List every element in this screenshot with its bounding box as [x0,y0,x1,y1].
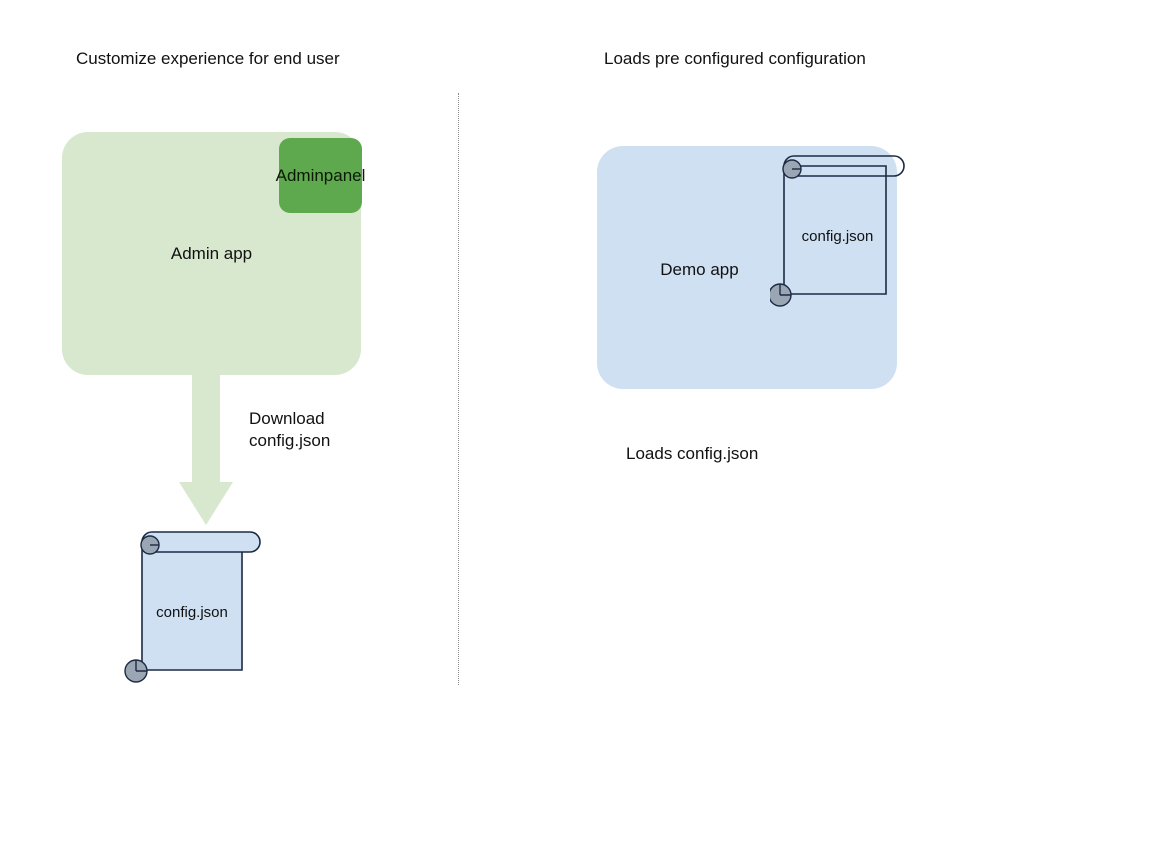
download-arrow-label-line1: Download [249,409,325,428]
config-json-document-left[interactable] [118,524,268,694]
admin-panel-badge[interactable]: Admin panel [275,138,365,213]
left-panel-title: Customize experience for end user [76,49,340,68]
download-arrow-label-line2: config.json [249,431,331,450]
config-json-label-right: config.json [801,228,874,245]
download-arrow-icon [179,372,233,525]
demo-app-container [597,146,897,389]
vertical-dotted-divider [458,93,459,685]
demo-app-label: Demo app [660,260,739,279]
right-panel-title: Loads pre configured configuration [604,49,866,68]
config-json-label-left: config.json [156,604,228,621]
download-arrow-label: Download config.json [249,408,330,452]
admin-app-label: Admin app [170,244,253,263]
admin-panel-badge-line2: panel [323,165,366,185]
admin-panel-badge-line1: Admin [275,165,324,185]
config-json-document-right[interactable] [770,150,912,310]
loads-config-caption: Loads config.json [626,444,759,463]
